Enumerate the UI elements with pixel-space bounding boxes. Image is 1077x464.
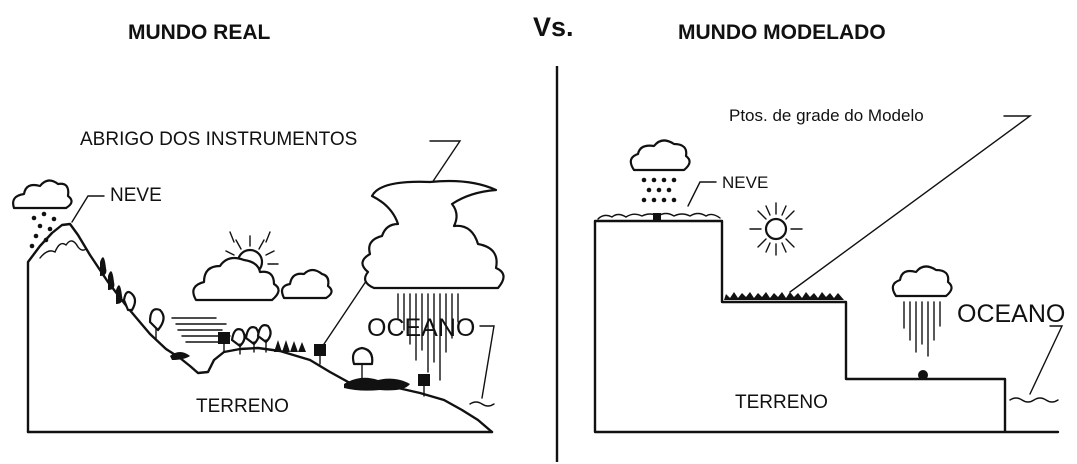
modeled-snow-leader [687, 181, 717, 207]
real-terrain-label: TERRENO [196, 396, 289, 417]
modeled-ocean-leader [1029, 325, 1064, 395]
rain-streaks [397, 293, 459, 381]
real-cloud-1 [192, 256, 280, 302]
middle-trees [230, 324, 306, 355]
real-ocean-waves [469, 401, 495, 407]
instrument-shelter-2 [314, 344, 326, 365]
modeled-terrain-steps [593, 219, 1060, 434]
storm-cloud [361, 179, 505, 290]
instrument-shelter-1 [218, 332, 230, 353]
real-world-panel: NEVE [12, 129, 505, 434]
modeled-world-panel: NEVE Ptos. de grade do Modelo [593, 106, 1065, 434]
modeled-snow-cloud [629, 139, 691, 203]
modeled-grid-point-2 [918, 370, 928, 380]
real-snow-cloud [12, 179, 73, 249]
real-world-title: MUNDO REAL [128, 21, 270, 44]
real-cloud-2 [280, 268, 333, 300]
modeled-vegetation [724, 292, 844, 300]
grid-points-label: Ptos. de grade do Modelo [729, 106, 924, 125]
modeled-ocean-waves [1009, 397, 1059, 403]
grid-points-leader [789, 115, 1033, 293]
real-snow-cap [39, 240, 87, 259]
slope-trees [100, 257, 165, 341]
modeled-sun [749, 202, 803, 256]
versus-label: Vs. [533, 12, 574, 42]
shelter-label: ABRIGO DOS INSTRUMENTOS [80, 129, 357, 150]
valley-bushes [170, 352, 190, 360]
coastal-vegetation [344, 346, 410, 391]
modeled-snow-label: NEVE [722, 173, 768, 192]
modeled-ocean-label: OCEANO [957, 300, 1065, 328]
real-ocean-label: OCEANO [367, 314, 475, 342]
real-snow-label: NEVE [110, 185, 162, 206]
modeled-terrain-label: TERRENO [735, 392, 828, 413]
modeled-grid-point-1 [653, 213, 661, 221]
real-snow-leader [71, 195, 105, 223]
instrument-shelter-3 [418, 374, 430, 397]
modeled-rain-cloud [891, 265, 953, 357]
real-ocean-leader [479, 325, 495, 399]
modeled-world-title: MUNDO MODELADO [678, 21, 886, 44]
